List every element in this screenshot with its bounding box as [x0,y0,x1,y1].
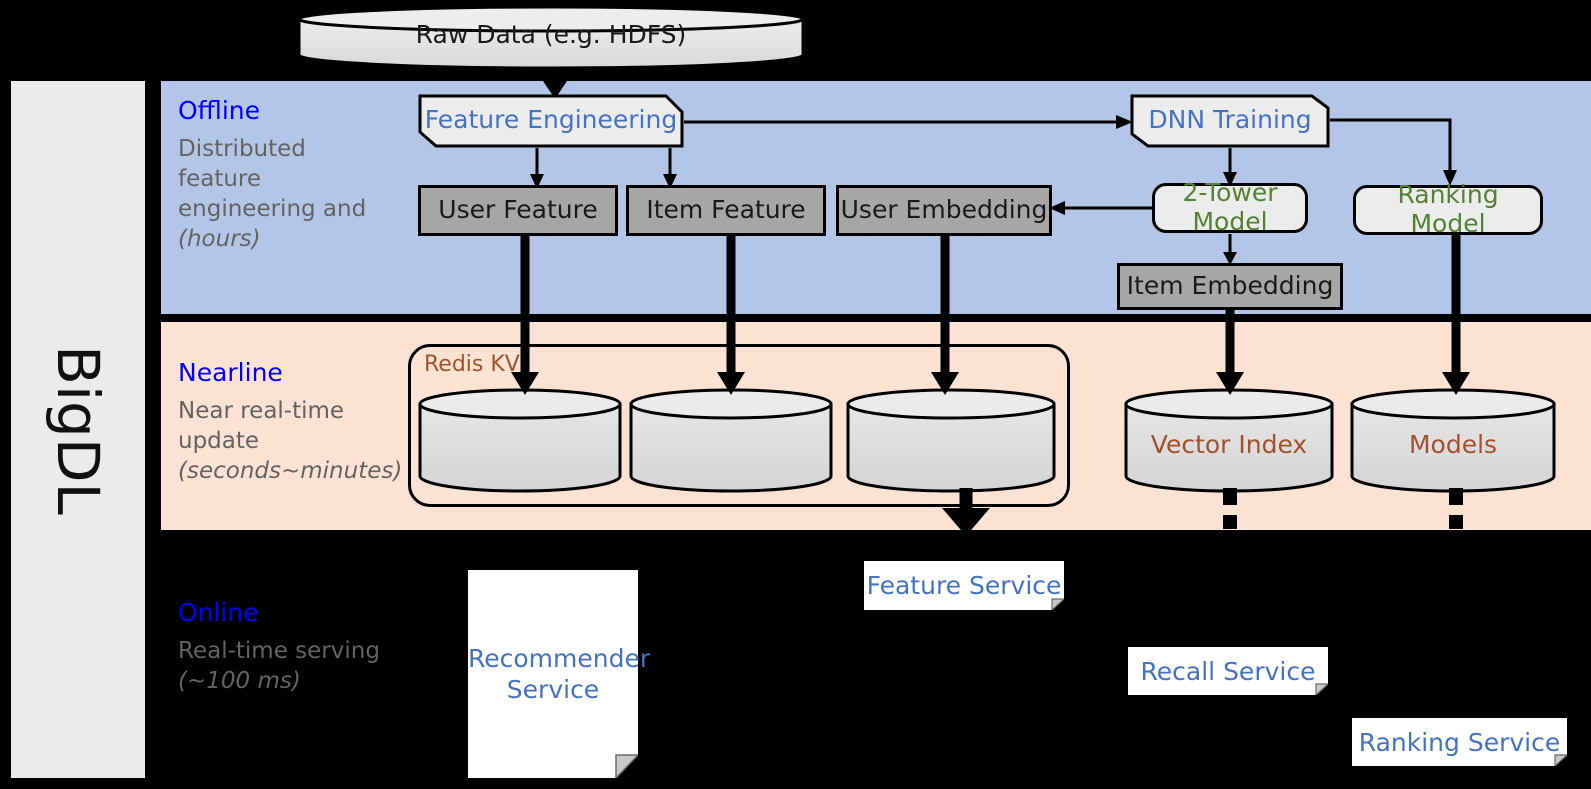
node-dnn-training[interactable]: DNN Training [1130,94,1330,148]
node-user-feature[interactable]: User Feature [418,185,618,236]
connector-ranking-model-to-models [1436,234,1476,396]
connector-two-tower-to-item-embedding [1220,234,1240,266]
node-recommender-service[interactable]: Recommender Service [468,570,651,778]
node-item-feature[interactable]: Item Feature [626,185,826,236]
node-feature-service[interactable]: Feature Service [864,561,1064,610]
recall-service-label: Recall Service [1140,657,1316,686]
ranking-service-label: Ranking Service [1358,728,1561,757]
connector-store-to-feature-service [938,488,994,538]
bigdl-label: BigDL [44,344,113,515]
store-cylinder-models[interactable]: Models [1350,388,1556,493]
connector-fe-to-user-feature [527,148,547,190]
connector-two-tower-to-user-embedding [1048,198,1166,218]
bigdl-framework-rail: BigDL [8,78,148,781]
offline-subtitle: Distributed feature engineering and (hou… [178,135,393,255]
node-recall-service[interactable]: Recall Service [1128,647,1328,695]
dnn-training-label: DNN Training [1148,105,1312,134]
store-cylinder-vector-index[interactable]: Vector Index [1124,388,1334,493]
connector-dnn-to-two-tower [1220,148,1240,188]
item-embedding-label: Item Embedding [1126,271,1334,301]
online-subtitle: Real-time serving (~100 ms) [178,637,393,697]
connector-fe-to-item-feature [660,148,680,190]
online-title: Online [178,598,259,627]
connector-user-feature-to-store [505,236,545,396]
nearline-title: Nearline [178,358,283,387]
user-feature-label: User Feature [438,195,598,225]
node-user-embedding[interactable]: User Embedding [836,185,1052,236]
node-feature-engineering[interactable]: Feature Engineering [418,94,684,148]
raw-data-store: Raw Data (e.g. HDFS) [296,4,806,70]
offline-subtitle-italic: (hours) [178,225,261,252]
connector-models-to-ranking-service [1441,488,1471,534]
connector-user-embedding-to-store [925,236,965,396]
store-cylinder-user-feature[interactable] [418,388,622,493]
online-subtitle-text: Real-time serving [178,638,380,664]
feature-engineering-label: Feature Engineering [424,105,678,134]
redis-kv-container [408,344,1070,507]
user-embedding-label: User Embedding [840,195,1048,225]
connector-item-feature-to-store [711,236,751,396]
offline-caption: Offline Distributed feature engineering … [178,96,393,255]
online-subtitle-italic: (~100 ms) [178,667,301,694]
connector-vector-index-to-recall-service [1215,488,1245,534]
store-cylinder-user-embedding[interactable] [846,388,1056,493]
connector-item-embedding-to-vector-index [1210,310,1250,396]
node-ranking-model[interactable]: Ranking Model [1353,180,1543,238]
node-two-tower-model[interactable]: 2-Tower Model [1152,178,1308,236]
redis-kv-label: Redis KV [424,352,520,377]
two-tower-model-label: 2-Tower Model [1182,178,1278,236]
nearline-caption: Nearline Near real-time update (seconds~… [178,358,402,487]
connector-dnn-to-ranking-model [1330,110,1470,190]
offline-subtitle-text: Distributed feature engineering and [178,136,367,222]
ranking-model-label: Ranking Model [1397,180,1499,238]
feature-service-label: Feature Service [866,571,1062,600]
nearline-subtitle-italic: (seconds~minutes) [178,457,403,484]
online-caption: Online Real-time serving (~100 ms) [178,598,393,697]
offline-title: Offline [178,96,261,125]
nearline-subtitle-text: Near real-time update [178,398,345,454]
nearline-subtitle: Near real-time update (seconds~minutes) [178,397,402,487]
recommender-service-label: Recommender Service [468,644,651,704]
node-item-embedding[interactable]: Item Embedding [1117,263,1343,310]
connector-fe-to-dnn [684,112,1134,132]
item-feature-label: Item Feature [646,195,806,225]
node-ranking-service[interactable]: Ranking Service [1352,718,1567,766]
store-cylinder-item-feature[interactable] [629,388,833,493]
